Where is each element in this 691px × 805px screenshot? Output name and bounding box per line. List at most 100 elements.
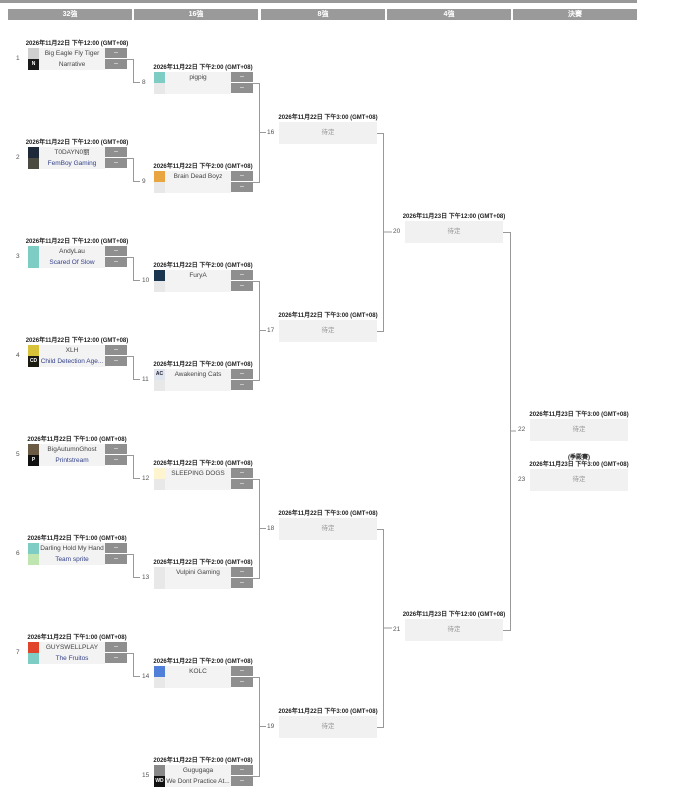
connector-line (127, 59, 140, 83)
team-name[interactable]: XLH (39, 345, 105, 356)
team-row[interactable]: Brain Dead Boyz– (154, 171, 253, 182)
team-name[interactable]: We Dont Practice At... (165, 776, 231, 787)
match-date: 2026年11月22日 下午2:00 (GMT+08) (153, 560, 253, 566)
team-name[interactable] (165, 578, 231, 589)
match-tbd[interactable]: 待定 (405, 221, 503, 243)
team-row[interactable]: BigAutumnGhost– (28, 444, 127, 455)
connector-line (127, 158, 140, 182)
team-name[interactable]: AndyLau (39, 246, 105, 257)
team-name[interactable]: Awakening Cats (165, 369, 231, 380)
team-score: – (231, 369, 253, 380)
match-tbd[interactable]: 待定 (279, 122, 377, 144)
team-name[interactable]: Brain Dead Boyz (165, 171, 231, 182)
team-row[interactable]: Team sprite– (28, 554, 127, 565)
team-name[interactable] (165, 380, 231, 391)
team-row[interactable]: Darling Hold My Hand– (28, 543, 127, 554)
third-place-match[interactable]: 待定 (530, 469, 628, 491)
match-date: 2026年11月22日 下午12:00 (GMT+08) (25, 41, 129, 47)
team-score: – (231, 677, 253, 688)
team-logo-icon (154, 578, 165, 589)
match-tbd[interactable]: 待定 (279, 716, 377, 738)
team-name[interactable]: Big Eagle Fly Tiger (39, 48, 105, 59)
match-date: 2026年11月22日 下午1:00 (GMT+08) (27, 437, 127, 443)
team-row[interactable]: AndyLau– (28, 246, 127, 257)
team-row[interactable]: Vulpini Gaming– (154, 567, 253, 578)
team-row[interactable]: – (154, 182, 253, 193)
match-number: 23 (518, 476, 526, 483)
team-logo-icon: WD (154, 776, 165, 787)
match-number: 1 (16, 55, 20, 62)
team-row[interactable]: KOLC– (154, 666, 253, 677)
team-row[interactable]: SLEEPING DOGS– (154, 468, 253, 479)
match-tbd[interactable]: 待定 (279, 320, 377, 342)
team-logo-icon (154, 666, 165, 677)
match-tbd[interactable]: 待定 (279, 518, 377, 540)
team-name[interactable]: pigpig (165, 72, 231, 83)
match-date: 2026年11月23日 下午12:00 (GMT+08) (402, 612, 506, 618)
connector-line (503, 232, 516, 631)
round-header-16: 16強 (134, 9, 258, 20)
match-number: 5 (16, 451, 20, 458)
team-row[interactable]: XLH– (28, 345, 127, 356)
team-name[interactable] (165, 83, 231, 94)
team-row[interactable]: – (154, 380, 253, 391)
team-row[interactable]: Gugugaga– (154, 765, 253, 776)
team-name[interactable]: The Fruitos (39, 653, 105, 664)
team-logo-icon (28, 554, 39, 565)
match-number: 18 (267, 525, 275, 532)
team-name[interactable]: Child Detection Age... (39, 356, 105, 367)
team-name[interactable]: Darling Hold My Hand (39, 543, 105, 554)
team-row[interactable]: FemBoy Gaming– (28, 158, 127, 169)
team-name[interactable]: FemBoy Gaming (39, 158, 105, 169)
match-date: 2026年11月22日 下午3:00 (GMT+08) (278, 115, 378, 121)
match-date: 2026年11月22日 下午2:00 (GMT+08) (153, 362, 253, 368)
match-date: 2026年11月22日 下午2:00 (GMT+08) (153, 659, 253, 665)
team-row[interactable]: T0DAYN0丽– (28, 147, 127, 158)
team-name[interactable]: Gugugaga (165, 765, 231, 776)
team-row[interactable]: FuryA– (154, 270, 253, 281)
connector-line (127, 356, 140, 380)
third-place-label: (季殿賽) (568, 455, 590, 461)
connector-line (377, 529, 392, 728)
team-score: – (105, 147, 127, 158)
team-row[interactable]: Big Eagle Fly Tiger– (28, 48, 127, 59)
team-row[interactable]: pigpig– (154, 72, 253, 83)
team-name[interactable]: GUYSWELLPLAY (39, 642, 105, 653)
team-name[interactable] (165, 281, 231, 292)
team-name[interactable]: Narrative (39, 59, 105, 70)
team-name[interactable] (165, 182, 231, 193)
team-row[interactable]: GUYSWELLPLAY– (28, 642, 127, 653)
match-tbd[interactable]: 待定 (405, 619, 503, 641)
team-score: – (231, 270, 253, 281)
team-name[interactable]: T0DAYN0丽 (39, 147, 105, 158)
team-name[interactable]: Vulpini Gaming (165, 567, 231, 578)
match-number: 21 (393, 626, 401, 633)
team-score: – (231, 567, 253, 578)
team-row[interactable]: – (154, 677, 253, 688)
team-row[interactable]: – (154, 83, 253, 94)
match-number: 10 (142, 277, 150, 284)
team-name[interactable]: KOLC (165, 666, 231, 677)
match-number: 15 (142, 772, 150, 779)
team-name[interactable]: Team sprite (39, 554, 105, 565)
final-match[interactable]: 待定 (530, 419, 628, 441)
team-name[interactable] (165, 677, 231, 688)
team-name[interactable]: BigAutumnGhost (39, 444, 105, 455)
team-name[interactable]: SLEEPING DOGS (165, 468, 231, 479)
team-row[interactable]: – (154, 578, 253, 589)
team-row[interactable]: Scared Of Slow– (28, 257, 127, 268)
team-name[interactable] (165, 479, 231, 490)
team-name[interactable]: FuryA (165, 270, 231, 281)
team-row[interactable]: – (154, 479, 253, 490)
connector-line (252, 281, 266, 381)
team-name[interactable]: Scared Of Slow (39, 257, 105, 268)
team-row[interactable]: The Fruitos– (28, 653, 127, 664)
team-name[interactable]: Printstream (39, 455, 105, 466)
team-row[interactable]: – (154, 281, 253, 292)
